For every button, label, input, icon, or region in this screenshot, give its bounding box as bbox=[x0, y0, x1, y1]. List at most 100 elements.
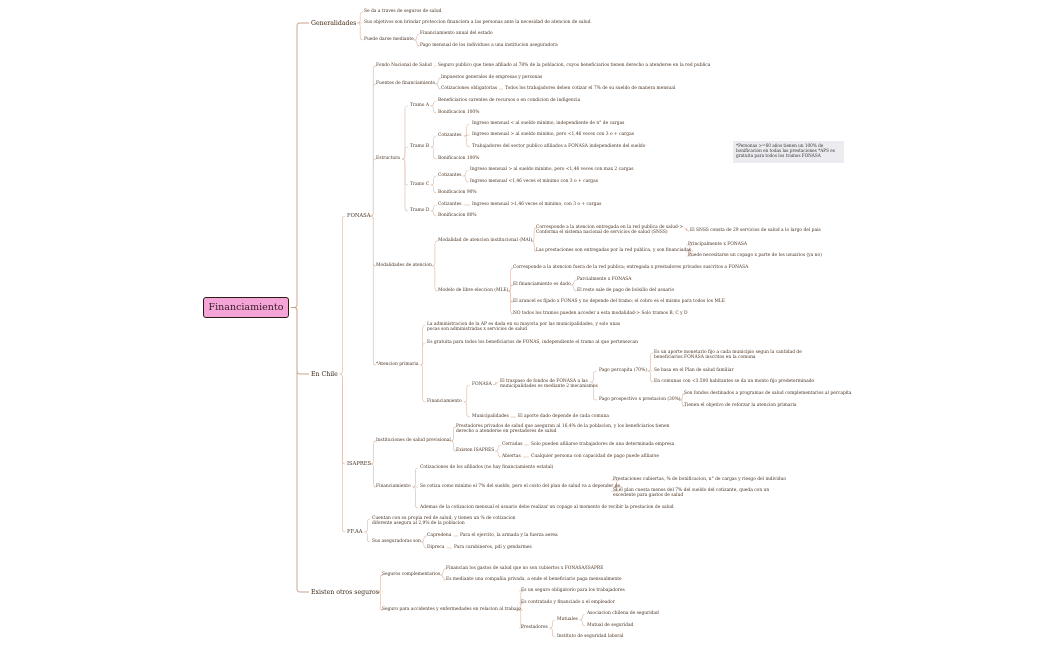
node-f2b1[interactable]: Todos los trabajadores deben cotizar el … bbox=[505, 86, 676, 92]
node-mle2b[interactable]: El resto sale de pago de bolsillo del us… bbox=[577, 288, 675, 294]
node-gen[interactable]: Generalidades bbox=[311, 19, 357, 27]
node-pp3[interactable]: En comunas con <3.500 habitantes se da u… bbox=[654, 379, 815, 385]
node-is2[interactable]: Financiamiento bbox=[376, 484, 411, 490]
node-g3[interactable]: Puede darse mediante bbox=[364, 37, 414, 43]
node-ta2[interactable]: Bonificacion 100% bbox=[438, 110, 480, 116]
node-ppr1[interactable]: Son fondos destinados a programas de sal… bbox=[684, 391, 852, 397]
node-is1b2[interactable]: Abiertas bbox=[502, 454, 521, 460]
node-ff2b[interactable]: Dipreca bbox=[427, 545, 445, 551]
node-tc2[interactable]: Ingreso mensual <1,46 veces el minimo co… bbox=[470, 179, 598, 185]
node-est[interactable]: Estructura bbox=[376, 156, 400, 162]
node-mle2[interactable]: El financiamiento es dado bbox=[513, 282, 571, 288]
node-pp1b[interactable]: beneficiarios FONASA inscritos en la com… bbox=[654, 355, 756, 361]
node-mai1b[interactable]: Conforma el sistema nacional de servicio… bbox=[536, 230, 668, 236]
node-is2b2[interactable]: Si el plan cuesta menos del 7% del sueld… bbox=[613, 488, 770, 494]
node-td1[interactable]: Ingreso mensual >1,46 veces el minimo, c… bbox=[472, 202, 602, 208]
node-ppr2[interactable]: Tienen el objetivo de reforzar la atenci… bbox=[684, 403, 797, 409]
node-apfo1b[interactable]: municipalidades es mediante 2 mecanismos bbox=[500, 384, 598, 390]
node-is1b[interactable]: Existen ISAPRES bbox=[456, 448, 495, 454]
node-tdc[interactable]: Cotizantes bbox=[438, 202, 462, 208]
node-is1[interactable]: Instituciones de salud previsional bbox=[376, 438, 451, 444]
node-tb3[interactable]: Trabajadores del sector publico afiliado… bbox=[472, 144, 646, 150]
node-f2b[interactable]: Cotizaciones obligatorias bbox=[441, 86, 498, 92]
node-mle1[interactable]: Corresponde a la atencion fuera de la re… bbox=[513, 265, 749, 271]
node-mai2b[interactable]: Puede necesitarse un copago x parte de l… bbox=[688, 253, 822, 259]
node-ff2b1[interactable]: Para carabineros, pdi y gendarmes bbox=[454, 545, 532, 551]
node-is1b1a[interactable]: Solo pueden afiliarse trabajadores de un… bbox=[531, 442, 675, 448]
node-is1b2a[interactable]: Cualquier persona con capacidad de pago … bbox=[531, 454, 659, 460]
node-mai1[interactable]: Corresponde a la atencion entregada en l… bbox=[536, 225, 684, 231]
node-tb2[interactable]: Ingreso mensual > al sueldo minimo, pero… bbox=[472, 132, 634, 138]
node-f1a[interactable]: Seguro publico que tiene afiliado al 78%… bbox=[438, 63, 711, 69]
node-sa1[interactable]: Es un seguro obligatorio para los trabaj… bbox=[521, 588, 625, 594]
node-is2b2b[interactable]: excedente para gastos de salud bbox=[613, 493, 684, 499]
node-ap[interactable]: *Atencion primaria bbox=[376, 362, 419, 368]
node-is2b[interactable]: Se cotiza como minimo el 7% del sueldo, … bbox=[420, 484, 621, 490]
node-otros[interactable]: Existen otros seguros bbox=[311, 588, 379, 596]
node-tdb[interactable]: Bonificacion 80% bbox=[438, 213, 477, 219]
node-is2c[interactable]: Ademas de la cotizacion mensual el usuar… bbox=[420, 505, 674, 511]
node-tcc[interactable]: Cotizantes bbox=[438, 173, 462, 179]
node-apm[interactable]: Municipalidades bbox=[472, 414, 509, 420]
node-mai2[interactable]: Las prestaciones son entregadas por la r… bbox=[536, 248, 692, 254]
node-ff1[interactable]: Cuentan con su propia red de salud, y ti… bbox=[372, 516, 516, 522]
node-mle2a[interactable]: Parcialmente x FONASA bbox=[577, 277, 632, 283]
node-mai[interactable]: Modalidad de atencion institucional (MAI… bbox=[438, 238, 533, 244]
node-tcb[interactable]: Bonificacion 90% bbox=[438, 190, 477, 196]
node-apfo1[interactable]: El traspaso de fondos de FONASA a las bbox=[500, 379, 588, 385]
node-tc1[interactable]: Ingreso mensual > al sueldo minimo, pero… bbox=[470, 167, 634, 173]
node-sa3a2[interactable]: Mutual de seguridad bbox=[587, 623, 634, 629]
node-pp2[interactable]: Se basa en el Plan de salud familiar bbox=[654, 368, 734, 374]
node-g3b[interactable]: Pago mensual de los individuos a una ins… bbox=[420, 43, 558, 49]
node-ap1[interactable]: La administracion de la AP es dada en su… bbox=[427, 322, 621, 328]
node-tbc[interactable]: Cotizantes bbox=[438, 133, 462, 139]
node-mai1c[interactable]: El SNSS consta de 29 servicios de salud … bbox=[690, 228, 821, 234]
node-ff2a[interactable]: Capredena bbox=[427, 533, 452, 539]
node-f2a[interactable]: Impuestos generales de empresas y person… bbox=[441, 75, 543, 81]
node-sa3a[interactable]: Mutuales bbox=[557, 617, 578, 623]
node-ap2[interactable]: Es gratuita para todos los beneficiarios… bbox=[427, 340, 638, 346]
node-mod[interactable]: Modalidades de atencion bbox=[376, 263, 432, 269]
node-sa2[interactable]: Es contratado y financiado x el empleado… bbox=[521, 600, 615, 606]
node-mai2a[interactable]: Principalmente x FONASA bbox=[688, 242, 748, 248]
node-tbb[interactable]: Bonificacion 100% bbox=[438, 156, 480, 162]
node-ff2a1[interactable]: Para el ejercito, la armada y la fuerza … bbox=[460, 533, 558, 539]
node-pp[interactable]: Pago percapita (70%) bbox=[599, 368, 647, 374]
node-chile[interactable]: En Chile bbox=[311, 370, 338, 378]
node-ap1b[interactable]: pocas son administradas x servicios de s… bbox=[427, 327, 527, 333]
node-sa3a1[interactable]: Asociacion chilena de seguridad bbox=[587, 611, 659, 617]
root-node[interactable]: Financiamiento bbox=[203, 297, 289, 318]
node-isapres[interactable]: ISAPRES bbox=[347, 461, 372, 467]
node-ppr[interactable]: Pago prospectivo x prestacion (30%) bbox=[599, 397, 681, 403]
node-fonasa[interactable]: FONASA bbox=[347, 213, 371, 219]
node-f2[interactable]: Fuentes de financiamiento bbox=[376, 81, 436, 87]
node-sc[interactable]: Seguros complementarios bbox=[382, 572, 441, 578]
node-is1a[interactable]: Prestadores privados de salud que asegur… bbox=[456, 424, 670, 430]
node-g1[interactable]: Se da a traves de seguros de salud bbox=[364, 9, 442, 15]
node-is1ab[interactable]: derecho a atenderse en prestadores de sa… bbox=[456, 429, 557, 435]
node-mle[interactable]: Modelo de libre eleccion (MLE) bbox=[438, 288, 509, 294]
node-ffaa[interactable]: FF.AA bbox=[347, 529, 363, 535]
node-ta[interactable]: Tramo A bbox=[410, 103, 430, 109]
node-tb1[interactable]: Ingreso mensual < al sueldo minimo, inde… bbox=[472, 121, 625, 127]
node-mle4[interactable]: NO todos los tramos pueden acceder a est… bbox=[513, 311, 688, 317]
node-td[interactable]: Tramo D bbox=[410, 208, 430, 214]
node-apm1[interactable]: El aporte dado depende de cada comuna bbox=[518, 414, 609, 420]
node-sc2[interactable]: Es mediante una compañia privada, a ende… bbox=[446, 577, 622, 583]
node-is2a[interactable]: Cotizaciones de los afiliados (no hay fi… bbox=[420, 465, 554, 471]
node-sc1[interactable]: Financian los gastos de salud que no son… bbox=[446, 566, 604, 572]
node-ff1b[interactable]: diferente asegura al 2,9% de la poblacio… bbox=[372, 521, 465, 527]
node-f1[interactable]: Fondo Nacional de Salud bbox=[376, 63, 432, 69]
note-box[interactable]: *Personas >=60 años tienen un 100% de bo… bbox=[733, 141, 844, 163]
node-sa[interactable]: Seguro para accidentes y enfermedades en… bbox=[382, 607, 521, 613]
node-apfo[interactable]: FONASA bbox=[472, 382, 492, 388]
node-tb[interactable]: Tramo B bbox=[410, 144, 430, 150]
node-ff2[interactable]: Sus aseguradoras son bbox=[372, 539, 421, 545]
node-g2[interactable]: Sus objetivos son brindar proteccion fin… bbox=[364, 20, 591, 26]
node-is2b1[interactable]: Prestaciones cubiertas, % de bonificacio… bbox=[613, 477, 787, 483]
node-tc[interactable]: Tramo C bbox=[410, 182, 430, 188]
node-g3a[interactable]: Financiamiento anual del estado bbox=[420, 31, 493, 37]
node-pp1[interactable]: Es un aporte monetario fijo a cada munic… bbox=[654, 350, 802, 356]
node-ta1[interactable]: Beneficiarios carentes de recursos o en … bbox=[438, 98, 581, 104]
node-sa3[interactable]: Prestadores bbox=[521, 625, 548, 631]
